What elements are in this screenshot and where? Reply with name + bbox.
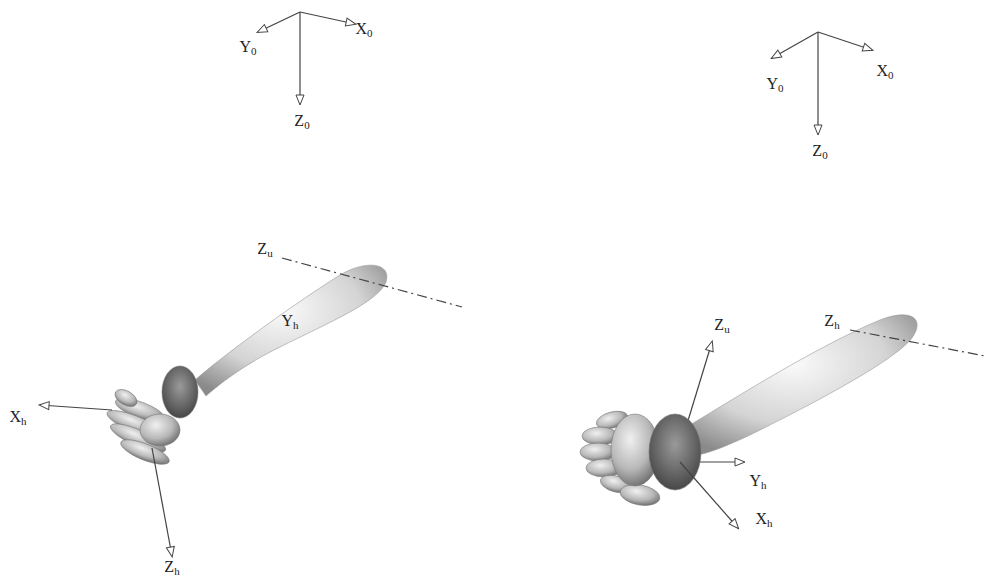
axis-label: Z0 (294, 113, 309, 131)
axis-label: Xh (9, 409, 26, 427)
axis-label: Y0 (766, 76, 783, 94)
axis-label: X0 (355, 21, 372, 39)
axis-label: Xh (755, 511, 772, 529)
axis-label: Yh (749, 473, 766, 491)
axis-label: X0 (876, 63, 893, 81)
axis-label: Z0 (812, 143, 827, 161)
axis-label: Zh (824, 313, 839, 331)
axis-label: Y0 (239, 39, 256, 57)
axis-label: Zu (714, 317, 729, 335)
axis-label: Zu (257, 241, 272, 259)
axis-label: Zh (164, 559, 179, 577)
axis-label: Yh (281, 313, 298, 331)
